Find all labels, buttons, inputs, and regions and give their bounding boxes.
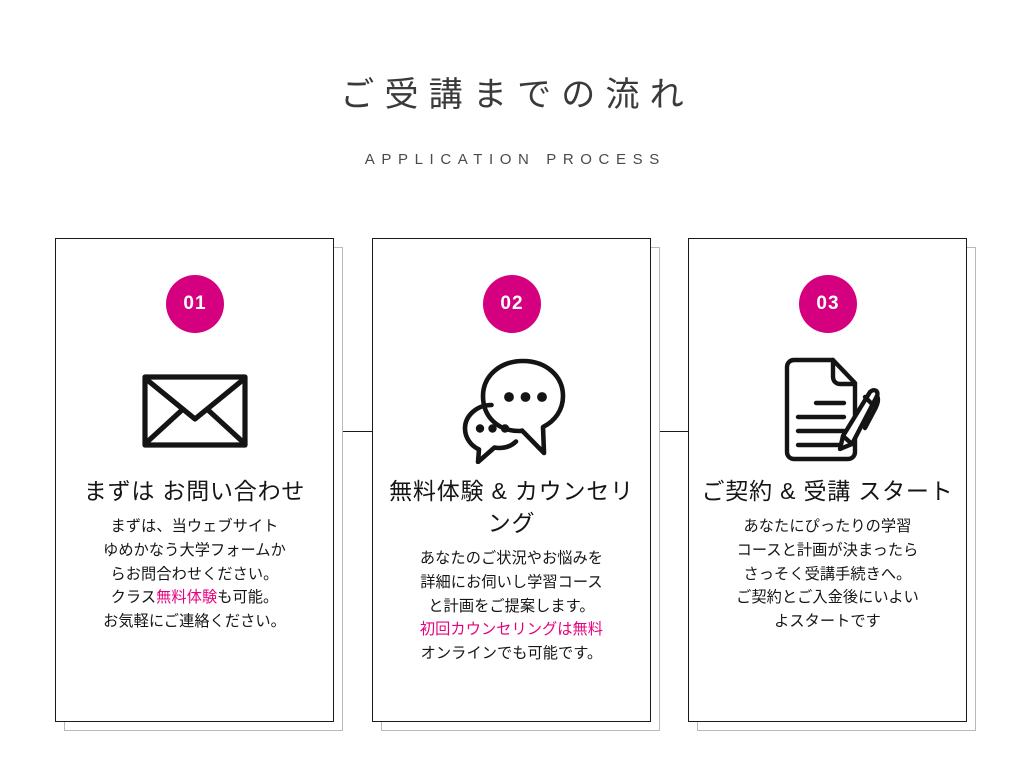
page-title: ご受講までの流れ: [340, 76, 694, 114]
step-heading: ご契約 & 受講 スタート: [694, 475, 962, 507]
step-number-badge: 02: [482, 275, 541, 333]
card-surface: 01 まずは お問い合わせ まずは、当ウェブサイトゆめかなう大学フォームからお問…: [55, 238, 334, 722]
step-heading: 無料体験 & カウンセリング: [373, 475, 650, 539]
step-body-line: あなたにぴったりの学習: [736, 515, 919, 539]
body-text: オンラインでも可能です。: [420, 645, 603, 663]
step-body: まずは、当ウェブサイトゆめかなう大学フォームからお問合わせください。クラス無料体…: [91, 507, 298, 634]
step-body-line: まずは、当ウェブサイト: [103, 515, 286, 539]
page-header: ご受講までの流れ APPLICATION PROCESS: [0, 0, 1024, 168]
step-heading-line: ご契約 & 受講: [701, 478, 852, 504]
body-text: クラス: [110, 589, 157, 607]
step-body-line: ゆめかなう大学フォームか: [103, 539, 286, 563]
body-text: あなたのご状況やお悩みを: [419, 550, 604, 568]
body-text: お気軽にご連絡ください。: [103, 613, 286, 630]
step-body: あなたにぴったりの学習コースと計画が決まったらさっそく受講手続きへ。ご契約とご入…: [724, 507, 931, 634]
step-body-line: よスタートです: [736, 610, 919, 634]
step-card-01[interactable]: 01 まずは お問い合わせ まずは、当ウェブサイトゆめかなう大学フォームからお問…: [55, 238, 343, 731]
step-body-line: と計画をご提案します。: [420, 595, 603, 619]
step-number-badge: 01: [165, 275, 224, 333]
step-body: あなたのご状況やお悩みを詳細にお伺いし学習コースと計画をご提案します。初回カウン…: [408, 539, 615, 666]
body-text: らお問合わせください。: [110, 565, 279, 583]
step-body-line: らお問合わせください。: [103, 563, 286, 587]
body-text: あなたにぴったりの学習: [743, 518, 912, 536]
speech-bubbles-icon: [456, 347, 568, 475]
step-body-line: 初回カウンセリングは無料: [420, 618, 603, 642]
step-heading-line: スタート: [858, 478, 954, 504]
step-number-badge: 03: [798, 275, 857, 333]
body-text: と計画をご提案します。: [428, 597, 595, 615]
card-surface: 02 無料体験 & カウンセリング あなたのご状況やお悩みを詳細にお伺いし学習コ…: [372, 238, 651, 722]
body-text: も可能。: [217, 589, 279, 607]
envelope-icon: [141, 347, 248, 475]
step-body-line: オンラインでも可能です。: [420, 642, 603, 666]
step-heading: まずは お問い合わせ: [76, 475, 313, 507]
body-text: ゆめかなう大学フォームか: [103, 541, 286, 559]
body-text: まずは、当ウェブサイト: [110, 518, 279, 536]
body-text: 詳細にお伺いし学習コース: [420, 574, 603, 592]
body-text: ご契約とご入金後にいよい: [736, 589, 919, 607]
step-connector-2-3: [648, 431, 694, 432]
page-subtitle: APPLICATION PROCESS: [364, 150, 666, 168]
document-pencil-icon: [774, 347, 882, 475]
step-heading-line: カウンセリング: [487, 478, 634, 537]
highlighted-text: 初回カウンセリングは無料: [419, 621, 604, 639]
step-body-line: 詳細にお伺いし学習コース: [420, 571, 603, 595]
step-body-line: お気軽にご連絡ください。: [103, 610, 286, 634]
body-text: よスタートです: [774, 613, 881, 630]
highlighted-text: 無料体験: [156, 589, 218, 607]
step-body-line: コースと計画が決まったら: [736, 539, 919, 563]
process-steps: 01 まずは お問い合わせ まずは、当ウェブサイトゆめかなう大学フォームからお問…: [0, 238, 1024, 738]
step-heading-line: 無料体験 &: [389, 478, 508, 504]
card-surface: 03 ご契約 & 受講 スタート あな: [688, 238, 967, 722]
body-text: コースと計画が決まったら: [736, 541, 919, 559]
step-card-03[interactable]: 03 ご契約 & 受講 スタート あな: [688, 238, 976, 731]
step-body-line: ご契約とご入金後にいよい: [736, 586, 919, 610]
step-card-02[interactable]: 02 無料体験 & カウンセリング あなたのご状況やお悩みを詳細にお伺いし学習コ…: [372, 238, 660, 731]
step-body-line: あなたのご状況やお悩みを: [420, 547, 603, 571]
step-heading-line: お問い合わせ: [162, 478, 306, 504]
step-heading-line: まずは: [83, 478, 156, 504]
step-body-line: さっそく受講手続きへ。: [736, 563, 919, 587]
body-text: さっそく受講手続きへ。: [743, 565, 912, 583]
step-connector-1-2: [333, 431, 380, 432]
step-body-line: クラス無料体験も可能。: [103, 586, 286, 610]
